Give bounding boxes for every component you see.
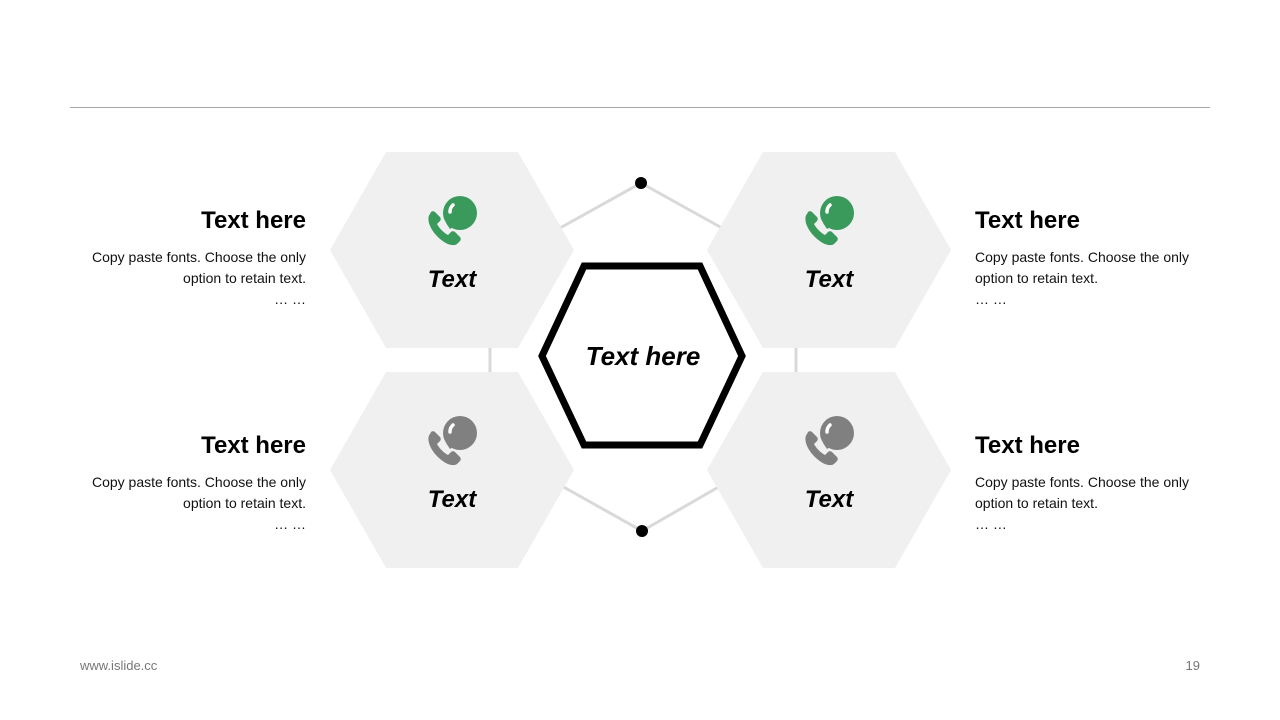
- block-line: … …: [274, 516, 306, 532]
- block-line: … …: [975, 516, 1007, 532]
- connector-top-left: [559, 181, 642, 230]
- hex-label-top-right: Text: [804, 266, 854, 293]
- footer-website: www.islide.cc: [80, 658, 158, 673]
- page-number: 19: [1185, 658, 1200, 673]
- connector-dot-top: [635, 177, 647, 189]
- block-title: Text here: [201, 432, 306, 459]
- hex-label-bottom-left: Text: [427, 486, 477, 513]
- block-line: … …: [274, 291, 306, 307]
- hex-label-bottom-right: Text: [804, 486, 854, 513]
- block-body: Copy paste fonts. Choose the only option…: [975, 247, 1215, 310]
- block-title: Text here: [201, 207, 306, 234]
- center-hexagon: [538, 262, 746, 449]
- hex-bottom-right: [707, 372, 951, 568]
- block-title: Text here: [975, 207, 1080, 234]
- block-line: … …: [975, 291, 1007, 307]
- phone-chat-icon: [805, 416, 854, 466]
- phone-chat-icon: [805, 196, 854, 246]
- text-block-bottom-left: Text here Copy paste fonts. Choose the o…: [66, 432, 306, 535]
- block-line: Copy paste fonts. Choose the only: [975, 249, 1190, 265]
- block-line: Copy paste fonts. Choose the only: [91, 474, 306, 490]
- hex-bottom-left: [330, 372, 574, 568]
- block-line: Copy paste fonts. Choose the only: [91, 249, 306, 265]
- center-label: Text here: [585, 341, 701, 371]
- connector-top-right: [640, 181, 723, 230]
- text-block-top-right: Text here Copy paste fonts. Choose the o…: [975, 207, 1215, 310]
- block-line: option to retain text.: [975, 270, 1098, 286]
- block-line: option to retain text.: [975, 495, 1098, 511]
- block-body: Copy paste fonts. Choose the only option…: [66, 472, 306, 535]
- block-line: option to retain text.: [183, 495, 306, 511]
- hex-top-left: [330, 152, 574, 348]
- phone-chat-icon: [428, 196, 477, 246]
- text-block-bottom-right: Text here Copy paste fonts. Choose the o…: [975, 432, 1215, 535]
- block-body: Copy paste fonts. Choose the only option…: [975, 472, 1215, 535]
- block-line: Copy paste fonts. Choose the only: [975, 474, 1190, 490]
- hex-label-top-left: Text: [427, 266, 477, 293]
- connector-bottom-right: [641, 483, 723, 533]
- hex-top-right: [707, 152, 951, 348]
- phone-chat-icon: [428, 416, 477, 466]
- block-body: Copy paste fonts. Choose the only option…: [66, 247, 306, 310]
- connector-dot-bottom: [636, 525, 648, 537]
- block-title: Text here: [975, 432, 1080, 459]
- top-divider: [70, 107, 1210, 108]
- block-line: option to retain text.: [183, 270, 306, 286]
- connector-bottom-left: [559, 483, 643, 533]
- text-block-top-left: Text here Copy paste fonts. Choose the o…: [66, 207, 306, 310]
